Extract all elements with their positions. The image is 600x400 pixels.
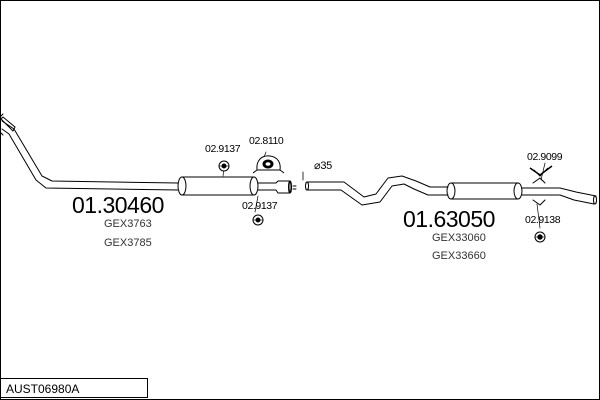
rear-oe-ref: GEX33660 [432, 250, 486, 262]
clamp-label: 02.9138 [525, 214, 561, 226]
clamp-icon [252, 214, 264, 226]
hanger-label: 02.8110 [249, 135, 284, 147]
hanger-label: 02.9099 [527, 151, 563, 163]
rubber-hanger-icon [529, 165, 553, 177]
front-muffler [177, 176, 297, 196]
rubber-hanger-icon [252, 155, 285, 174]
pipe-diameter-label: ⌀35 [314, 160, 332, 172]
middle-pipe [305, 175, 449, 206]
front-oe-ref: GEX3763 [104, 218, 152, 230]
clamp-label: 02.9137 [205, 143, 241, 155]
rear-part-number: 01.63050 [403, 206, 495, 232]
rear-oe-ref: GEX33060 [432, 232, 486, 244]
diagram-code: AUST06980A [6, 382, 80, 396]
rear-muffler [446, 177, 597, 206]
front-pipe [0, 113, 179, 191]
front-oe-ref: GEX3785 [104, 237, 152, 249]
clamp-icon [218, 160, 230, 172]
clamp-icon [534, 231, 546, 243]
front-part-number: 01.30460 [72, 192, 164, 218]
clamp-label: 02.9137 [242, 200, 278, 212]
diagram-code-box: AUST06980A [0, 378, 148, 398]
